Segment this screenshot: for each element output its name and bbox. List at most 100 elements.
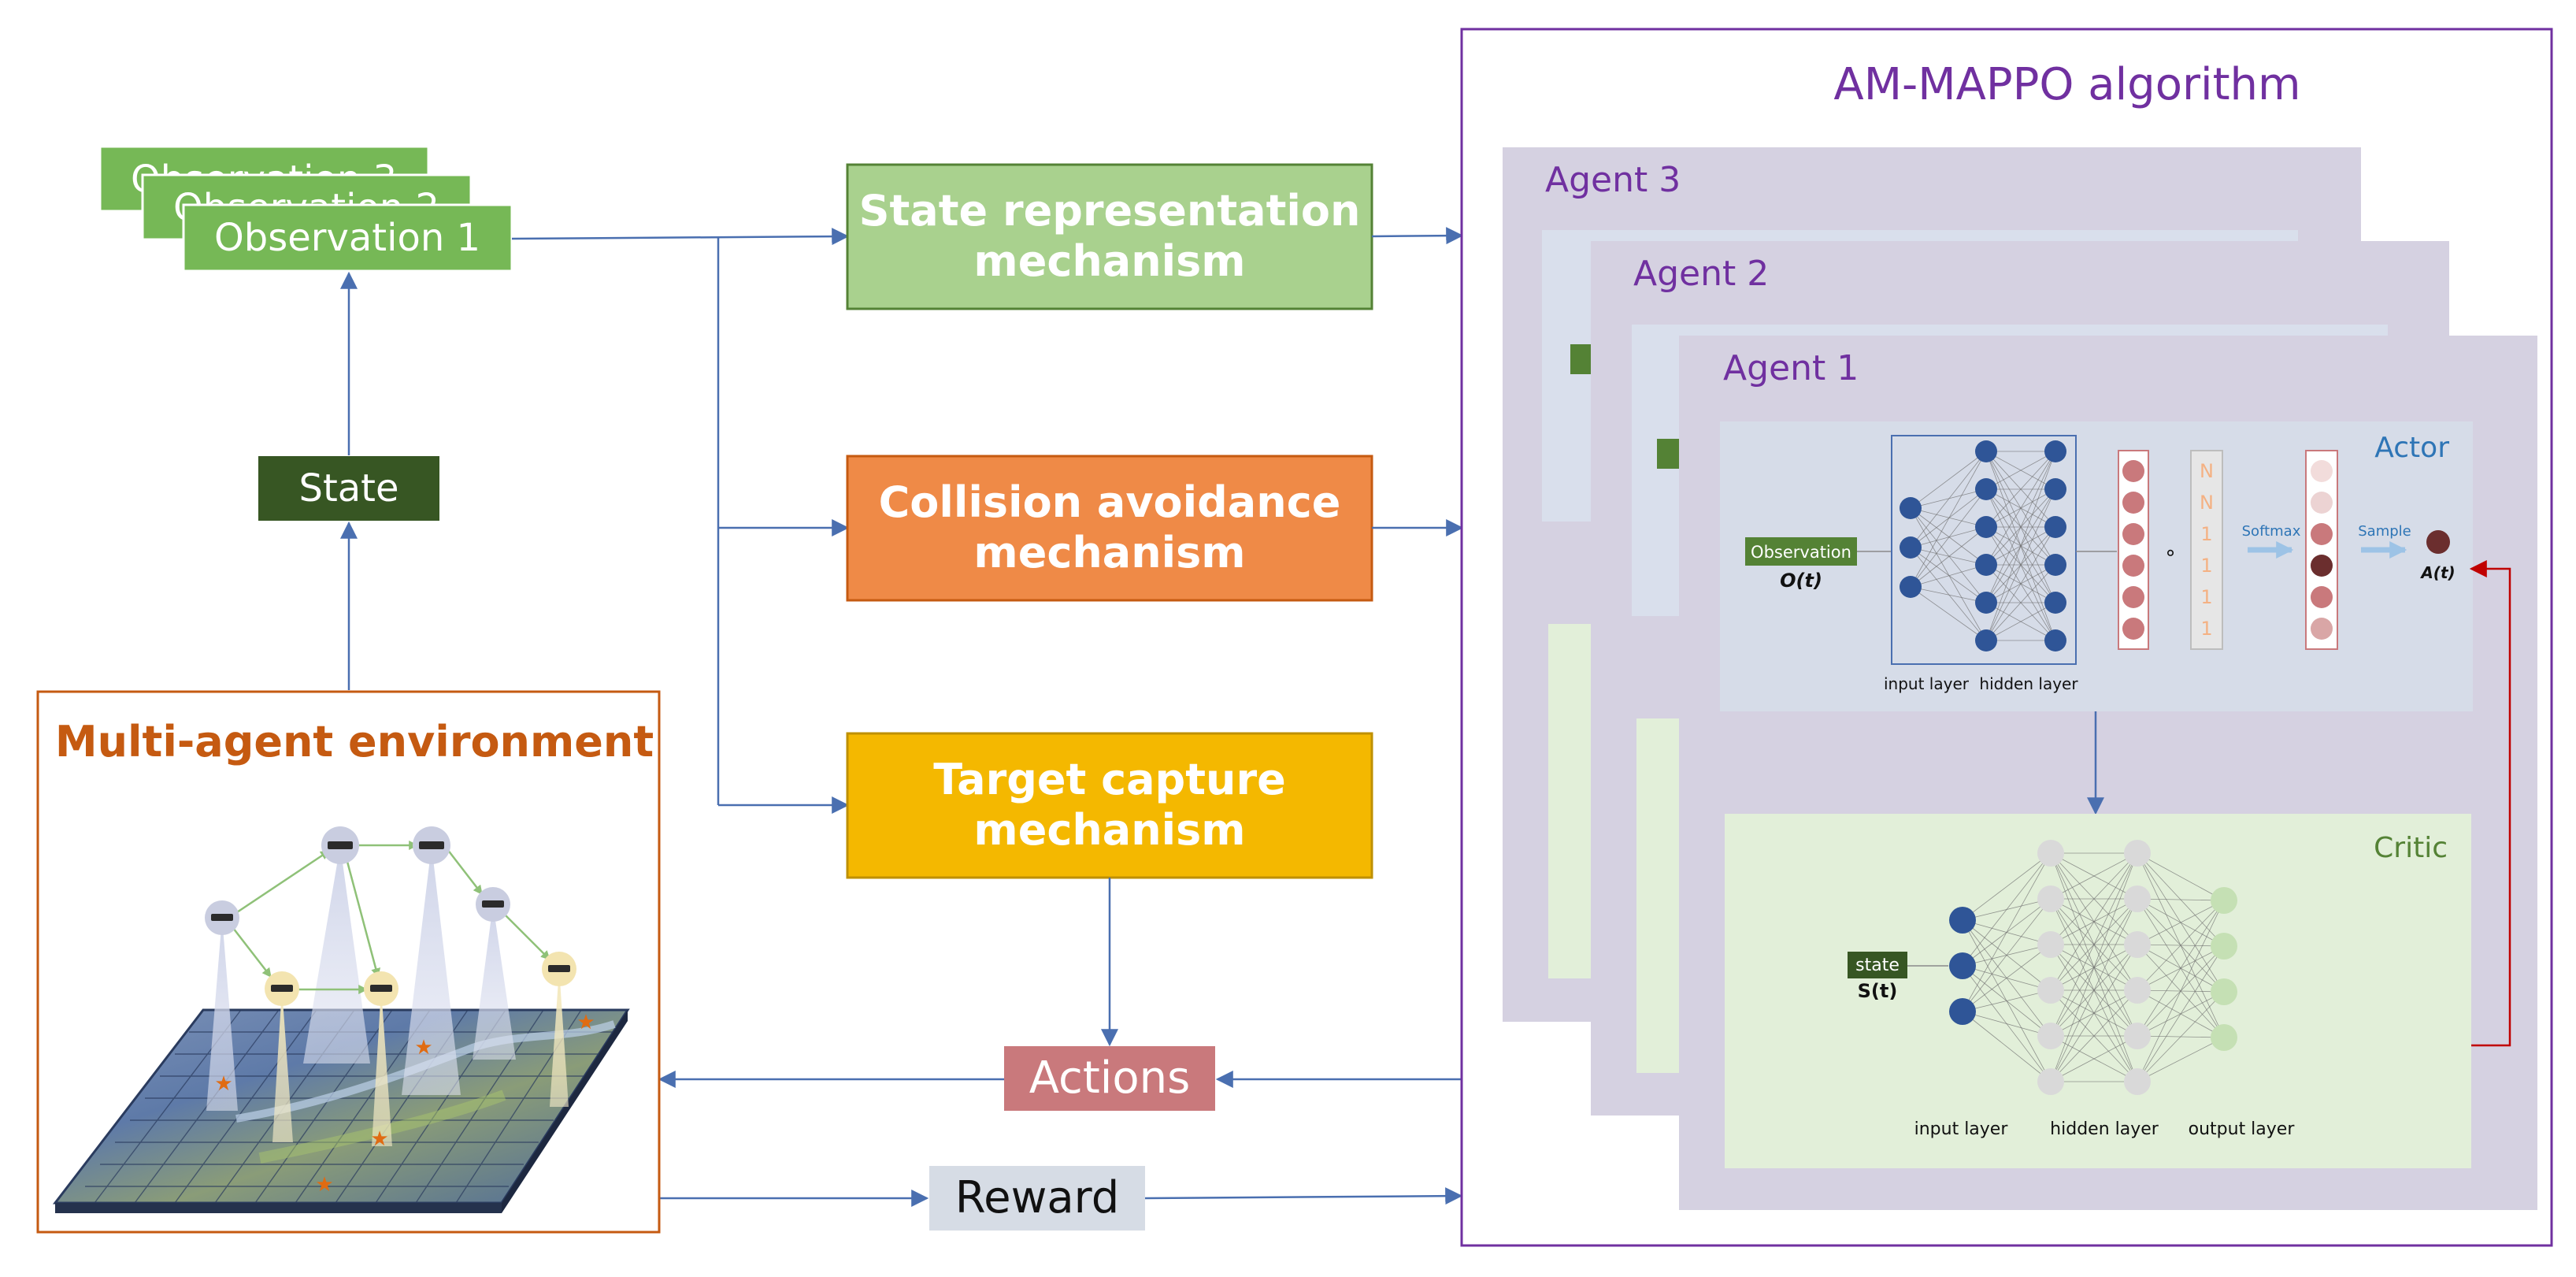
actor-probability-nodes (2311, 460, 2333, 640)
collision-line-2: mechanism (973, 528, 1245, 577)
critic-network: Critic state S(t) input layer hidden lay… (1725, 814, 2471, 1168)
logit-node (2122, 586, 2144, 608)
critic-edge (2137, 991, 2225, 1082)
critic-node (2037, 1023, 2064, 1049)
actor-input-layer-label: input layer (1884, 674, 1970, 693)
critic-edge (2050, 989, 2138, 1082)
state-rep-line-1: State representation (859, 186, 1361, 236)
sample-label: Sample (2358, 523, 2411, 540)
actor-edge (1910, 547, 1987, 603)
critic-net-edges (1962, 852, 2225, 1082)
critic-output-layer-label: output layer (2189, 1119, 2296, 1139)
actor-node (1900, 497, 1922, 519)
critic-net-nodes (1949, 840, 2237, 1095)
critic-node (2211, 933, 2237, 960)
critic-node (2037, 1068, 2064, 1095)
actor-edge (1985, 451, 2056, 528)
critic-node (2211, 887, 2237, 914)
actor-edge (1910, 547, 1987, 566)
actor-node (1975, 592, 1997, 614)
actor-node (1975, 629, 1997, 651)
probability-node (2311, 460, 2333, 482)
mask-value-2: 1 (2200, 523, 2212, 545)
actor-net-nodes (1900, 440, 2066, 651)
probability-node (2311, 492, 2333, 514)
actor-node (2044, 629, 2066, 651)
logit-node (2122, 460, 2144, 482)
state-rep-line-2: mechanism (973, 236, 1245, 286)
softmax-label: Softmax (2242, 523, 2301, 540)
actor-net-edges (1910, 451, 2056, 641)
critic-edge (2137, 1037, 2225, 1082)
critic-node (2037, 885, 2064, 912)
actor-edge (1985, 451, 2056, 603)
arrow-reward-to-algorithm (1144, 1187, 1463, 1205)
multi-agent-environment: Multi-agent environment (36, 690, 661, 1234)
actions-box: Actions (1004, 1046, 1215, 1111)
critic-node (2037, 977, 2064, 1004)
critic-node (2211, 978, 2237, 1005)
actor-network: Actor Observation O(t) input layer hidde… (1720, 421, 2473, 711)
logit-node (2122, 555, 2144, 577)
agent-1-panel: Agent 1 Actor Observation O(t) input lay… (1679, 336, 2537, 1210)
svg-text:★: ★ (214, 1072, 232, 1096)
actor-edge (1985, 526, 2056, 641)
critic-node (1949, 998, 1976, 1025)
critic-node (2124, 977, 2151, 1004)
state-box: State (258, 456, 439, 521)
actor-edge (1910, 586, 1987, 641)
svg-text:★: ★ (576, 1011, 595, 1034)
probability-node (2311, 555, 2333, 577)
mask-value-0: N (2200, 460, 2214, 482)
critic-edge (2050, 898, 2138, 1082)
critic-node (2037, 840, 2064, 867)
logit-node (2122, 523, 2144, 545)
critic-edge (2050, 852, 2138, 1082)
reward-label: Reward (955, 1172, 1120, 1223)
actor-edge (1910, 488, 1987, 509)
svg-text:★: ★ (414, 1036, 432, 1060)
critic-node (2211, 1024, 2237, 1051)
reward-box: Reward (929, 1166, 1145, 1231)
actor-node (1900, 576, 1922, 598)
actor-edge (1910, 547, 1987, 641)
actor-node (2044, 592, 2066, 614)
critic-node (1949, 907, 1976, 934)
actor-logit-nodes (2122, 460, 2144, 640)
critic-edge (2050, 852, 2138, 991)
actor-edge (1910, 507, 1987, 528)
critic-edge (1962, 944, 2052, 1012)
critic-node (2124, 840, 2151, 867)
actions-label: Actions (1029, 1052, 1191, 1104)
actor-edge (1985, 564, 2056, 641)
drone-icons (205, 826, 576, 1006)
actor-node (1975, 554, 1997, 576)
critic-node (2124, 1068, 2151, 1095)
mask-value-4: 1 (2200, 586, 2212, 608)
actor-edge (1985, 451, 2056, 641)
critic-node (2124, 1023, 2151, 1049)
mask-value-1: N (2200, 492, 2214, 514)
critic-node (2037, 931, 2064, 958)
actor-edge (1910, 507, 1987, 566)
critic-node (1949, 952, 1976, 979)
agent-3-label: Agent 3 (1545, 160, 1681, 200)
critic-edge (1962, 989, 2052, 1012)
critic-edge (1962, 1011, 2052, 1037)
actor-node (2044, 440, 2066, 462)
critic-edge (1962, 852, 2052, 921)
critic-edge (2137, 852, 2225, 901)
critic-input-label: state (1855, 956, 1900, 975)
svg-text:★: ★ (370, 1127, 388, 1151)
state-representation-mechanism: State representation mechanism (846, 163, 1373, 310)
actor-edge (1910, 586, 1987, 603)
actor-node (1975, 440, 1997, 462)
critic-edge (2137, 900, 2225, 1082)
critic-edge (2137, 900, 2225, 945)
observation-distribution-arrows (511, 228, 850, 814)
actor-edge (1910, 488, 1987, 588)
target-line-1: Target capture (933, 755, 1285, 804)
actor-edge (1910, 488, 1987, 548)
collision-avoidance-mechanism: Collision avoidance mechanism (846, 455, 1373, 602)
critic-edge (2137, 900, 2225, 991)
